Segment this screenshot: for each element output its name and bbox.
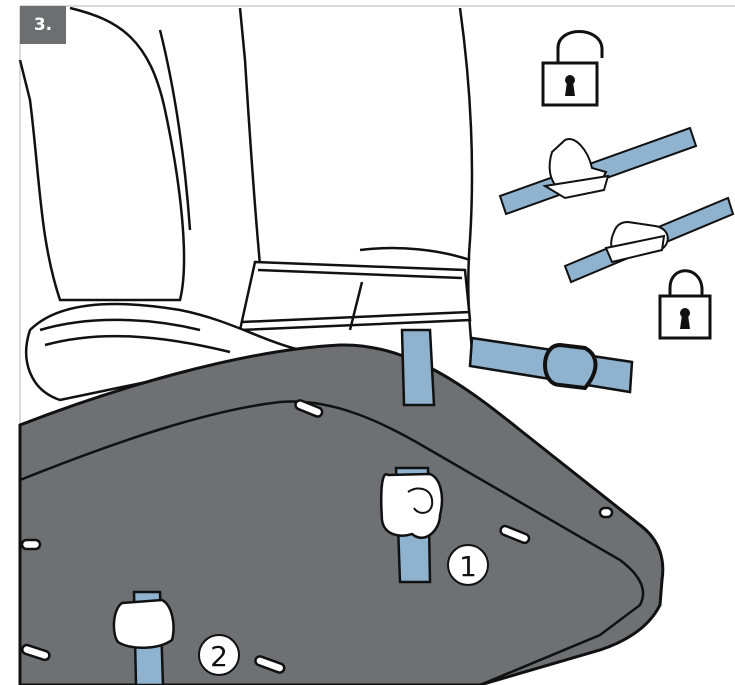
rear-strap [400,328,436,407]
buckle-one [380,472,444,540]
foot-wrap [25,260,472,402]
buckle-locked-detail [563,196,735,284]
strap-two [112,590,175,685]
padlock-open-icon [541,30,604,107]
callout-one: 1 [447,544,489,586]
padlock-closed-icon [658,269,712,340]
svg-text:2: 2 [210,640,228,673]
svg-text:1: 1 [459,550,477,583]
callout-two: 2 [198,634,240,676]
step-number-badge: 3. [20,6,66,44]
buckle-unlocked-detail [498,126,698,216]
child-legs-outline [18,6,474,351]
buckle-two [112,598,175,649]
side-strap-with-ring [468,336,634,394]
seat-base [18,343,665,685]
strap-slots [20,399,614,674]
strap-one [380,466,444,584]
